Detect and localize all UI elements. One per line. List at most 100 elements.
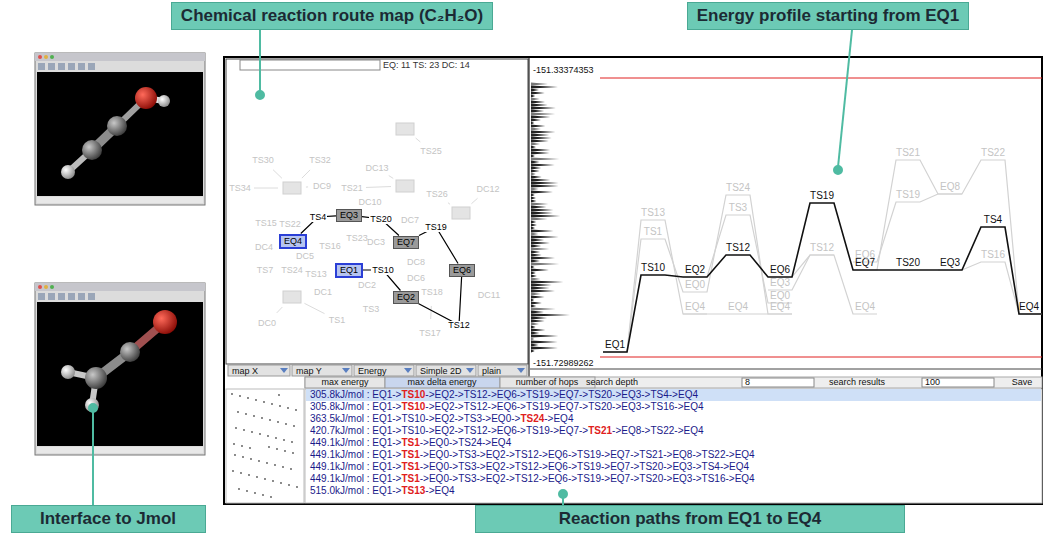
greyed-state-label: TS17 — [419, 329, 441, 338]
greyed-route — [273, 170, 282, 179]
histogram-spike — [531, 254, 542, 257]
histogram-spike — [531, 206, 546, 209]
path-row: 449.1kJ/mol : EQ1->TS1->EQ0->TS3->EQ2->T… — [310, 461, 749, 473]
greyed-state-label: TS25 — [420, 147, 442, 156]
dropdown-text: map Y — [296, 367, 322, 376]
scatter-dot — [245, 413, 247, 415]
histogram-spike — [531, 182, 559, 185]
scatter-dot — [254, 492, 256, 494]
greyed-state-label: TS1 — [644, 227, 662, 237]
greyed-route — [389, 176, 393, 179]
node-text: Energy profile starting from EQ1 — [697, 6, 960, 26]
greyed-route — [304, 303, 324, 313]
dropdown-bar — [228, 365, 527, 376]
greyed-state-label: DC4 — [255, 243, 273, 252]
tab-text: max energy — [321, 378, 368, 387]
profile-state-label: TS19 — [810, 191, 834, 201]
histogram-spike — [531, 179, 550, 182]
histogram-spike — [531, 344, 539, 347]
profile-line — [853, 160, 1042, 314]
histogram-spike — [531, 95, 535, 98]
greyed-state-label: EQ4 — [728, 302, 748, 312]
histogram-spike — [531, 122, 534, 125]
greyed-state-label: DC8 — [407, 258, 425, 267]
histogram-spike — [531, 266, 535, 269]
histogram-spike — [531, 119, 541, 122]
scatter-dot — [262, 494, 264, 496]
scatter-dot — [276, 448, 278, 450]
node-text: EQ4 — [284, 236, 302, 246]
scatter-dot — [231, 393, 233, 395]
greyed-state-label: DC12 — [476, 185, 499, 194]
scatter-dot — [258, 460, 260, 462]
scatter-dot — [285, 423, 287, 425]
histogram-spike — [531, 212, 553, 215]
scatter-dots — [231, 393, 298, 498]
scatter-dot — [256, 476, 258, 478]
tab-text: 8 — [745, 378, 750, 387]
scatter-dot — [282, 466, 284, 468]
histogram-spike — [531, 188, 539, 191]
scatter-dot — [280, 482, 282, 484]
histogram-spike — [531, 176, 542, 179]
greyed-state-label: TS24 — [726, 183, 750, 193]
histogram-spike — [531, 269, 549, 272]
app-window — [224, 57, 1042, 504]
scatter-dot — [274, 464, 276, 466]
histogram-spike — [531, 185, 559, 188]
profile-state-label: EQ2 — [685, 265, 705, 275]
scatter-dot — [241, 445, 243, 447]
histogram-spike — [531, 290, 555, 293]
greyed-state-label: TS15 — [255, 219, 277, 228]
greyed-route — [302, 170, 310, 178]
histogram-spike — [531, 203, 548, 206]
tab-text: max delta energy — [407, 378, 476, 387]
histogram-spike — [531, 248, 549, 251]
route-line — [418, 277, 461, 326]
histogram-spike — [531, 125, 545, 128]
greyed-state-label: TS24 — [281, 266, 303, 275]
state-box: EQ4 — [279, 234, 307, 249]
highest-ts: TS1 — [401, 473, 419, 484]
energy-histogram — [531, 83, 570, 353]
state-box: EQ6 — [449, 264, 475, 277]
node-text: Interface to Jmol — [40, 509, 176, 529]
histogram-spike — [531, 116, 550, 119]
path-text: 449.1kJ/mol : EQ1-> — [310, 473, 401, 484]
histogram-spike — [531, 215, 560, 218]
highest-ts: TS21 — [588, 425, 612, 436]
histogram-spike — [531, 92, 545, 95]
path-row: 420.7kJ/mol : EQ1->TS10->EQ2->TS12->EQ6-… — [310, 425, 704, 437]
histogram-spike — [531, 191, 553, 194]
path-row: 305.8kJ/mol : EQ1->TS10->EQ2->TS12->EQ6-… — [310, 401, 704, 413]
route-map-lines — [254, 138, 478, 319]
greyed-state-label: EQ6 — [855, 250, 875, 260]
callout-box: Reaction paths from EQ1 to EQ4 — [475, 505, 905, 533]
axis-value: EQ: 11 TS: 23 DC: 14 — [383, 61, 470, 70]
greyed-state-label: DC10 — [358, 198, 381, 207]
greyed-route — [306, 186, 308, 187]
node-text: EQ3 — [340, 210, 358, 220]
profile-state-label: EQ4 — [1019, 302, 1039, 312]
node-text: EQ1 — [340, 265, 358, 275]
histogram-spike — [531, 113, 555, 116]
path-text: ->EQ4 — [425, 485, 454, 496]
node-text: Chemical reaction route map (C₂H₂O) — [181, 6, 483, 26]
highest-ts: TS10 — [401, 401, 425, 412]
greyed-state-label: EQ0 — [770, 291, 790, 301]
histogram-spike — [531, 272, 536, 275]
scatter-dot — [233, 443, 235, 445]
scatter-dot — [251, 431, 253, 433]
greyed-route — [430, 306, 432, 319]
histogram-spike — [531, 233, 538, 236]
tab-text: 100 — [925, 378, 940, 387]
path-text: ->EQ0->TS3->EQ2->TS12->EQ6->TS19->EQ7->T… — [420, 473, 755, 484]
route-map-greyed-boxes — [283, 123, 470, 303]
path-list — [226, 389, 1042, 503]
tab-text: search results — [829, 378, 885, 387]
path-text: 305.8kJ/mol : EQ1-> — [310, 401, 401, 412]
histogram-spike — [531, 140, 549, 143]
histogram-spike — [531, 194, 535, 197]
transition-label: TS4 — [309, 213, 328, 222]
state-box: EQ1 — [335, 263, 363, 278]
